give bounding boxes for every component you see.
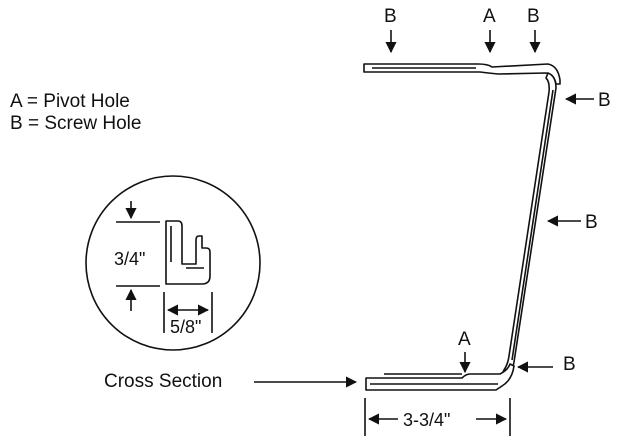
svg-text:A: A [483, 6, 496, 27]
svg-text:A: A [458, 329, 471, 350]
dimension-width: 5/8" [163, 292, 213, 337]
cross-section-callout: Cross Section [104, 371, 358, 392]
svg-text:B: B [384, 6, 397, 27]
marker-pivot-hole-bottom: A [458, 329, 471, 374]
legend-screw-hole: B = Screw Hole [10, 113, 141, 134]
svg-text:5/8": 5/8" [170, 317, 201, 337]
marker-pivot-hole-top: A [483, 6, 496, 54]
bracket-outline [363, 63, 561, 391]
marker-screw-hole-side-middle: B [546, 212, 598, 233]
marker-screw-hole-side-lower: B [516, 354, 576, 375]
marker-screw-hole-side-upper: B [564, 90, 611, 111]
svg-text:3-3/4": 3-3/4" [403, 410, 450, 430]
marker-screw-hole-top-left: B [384, 6, 397, 54]
svg-text:B: B [585, 212, 598, 233]
legend-pivot-hole: A = Pivot Hole [10, 91, 130, 112]
dimension-height: 3/4" [114, 201, 160, 311]
svg-text:3/4": 3/4" [114, 249, 145, 269]
marker-screw-hole-top-right: B [527, 6, 541, 54]
svg-text:B: B [598, 90, 611, 111]
svg-text:B: B [527, 6, 540, 27]
cross-section-inset [85, 175, 261, 351]
dimension-bracket-width: 3-3/4" [364, 398, 511, 436]
svg-text:Cross Section: Cross Section [104, 371, 222, 392]
svg-text:B: B [563, 354, 576, 375]
